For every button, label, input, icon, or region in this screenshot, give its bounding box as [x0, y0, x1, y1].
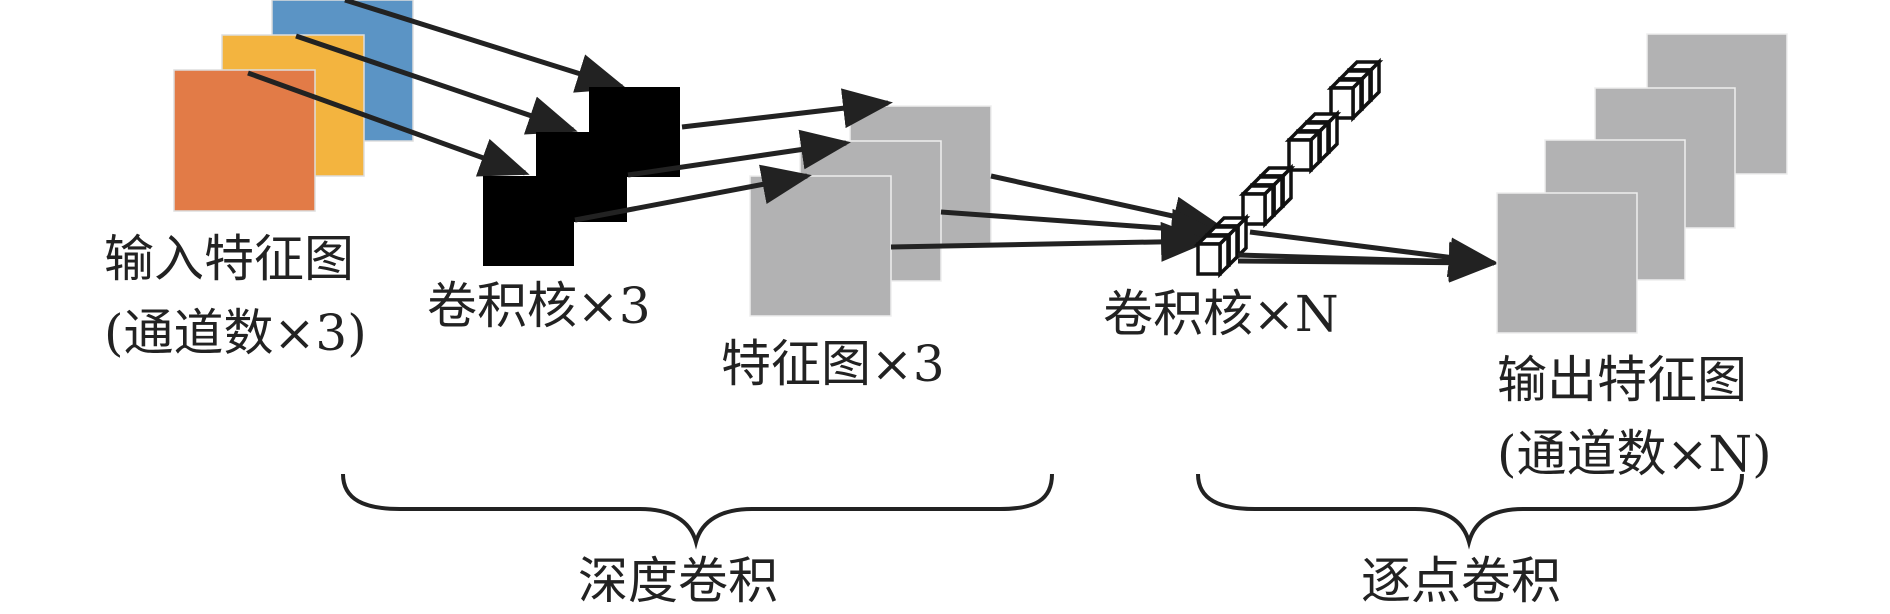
map-to-pointwise-arrows [890, 173, 1223, 262]
feature-map-1 [749, 175, 892, 317]
kernel-to-map-arrows [574, 88, 893, 223]
input-channel-1 [173, 69, 316, 212]
pointwise-kernel-2 [1241, 166, 1293, 226]
input-title-label: 输入特征图 [104, 230, 354, 288]
output-feature-maps [1496, 33, 1788, 334]
pointwise-kernel-1 [1196, 216, 1248, 276]
depthwise-kernels [483, 87, 680, 266]
output-map-1 [1496, 192, 1638, 334]
pointwise-section-label: 逐点卷积 [1361, 552, 1561, 610]
kernel-grid-1 [483, 176, 574, 266]
input-channels-label: (通道数×3) [104, 304, 367, 362]
output-channels-label: (通道数×N) [1497, 425, 1772, 483]
depthwise-section-label: 深度卷积 [578, 552, 778, 610]
pointwise-kernels-label: 卷积核×N [1103, 285, 1339, 343]
pointwise-kernel-4 [1329, 60, 1381, 120]
pointwise-brace [1196, 473, 1744, 550]
pointwise-to-output-arrows [1237, 229, 1499, 283]
output-title-label: 输出特征图 [1497, 351, 1747, 409]
input-to-kernel-arrows [247, 0, 627, 177]
pointwise-kernel-3 [1287, 112, 1339, 172]
depthwise-kernels-label: 卷积核×3 [427, 277, 651, 335]
depthwise-brace [341, 473, 1054, 550]
input-feature-maps [173, 0, 414, 212]
pointwise-kernels [1196, 60, 1381, 276]
depthwise-maps-label: 特征图×3 [721, 335, 945, 393]
